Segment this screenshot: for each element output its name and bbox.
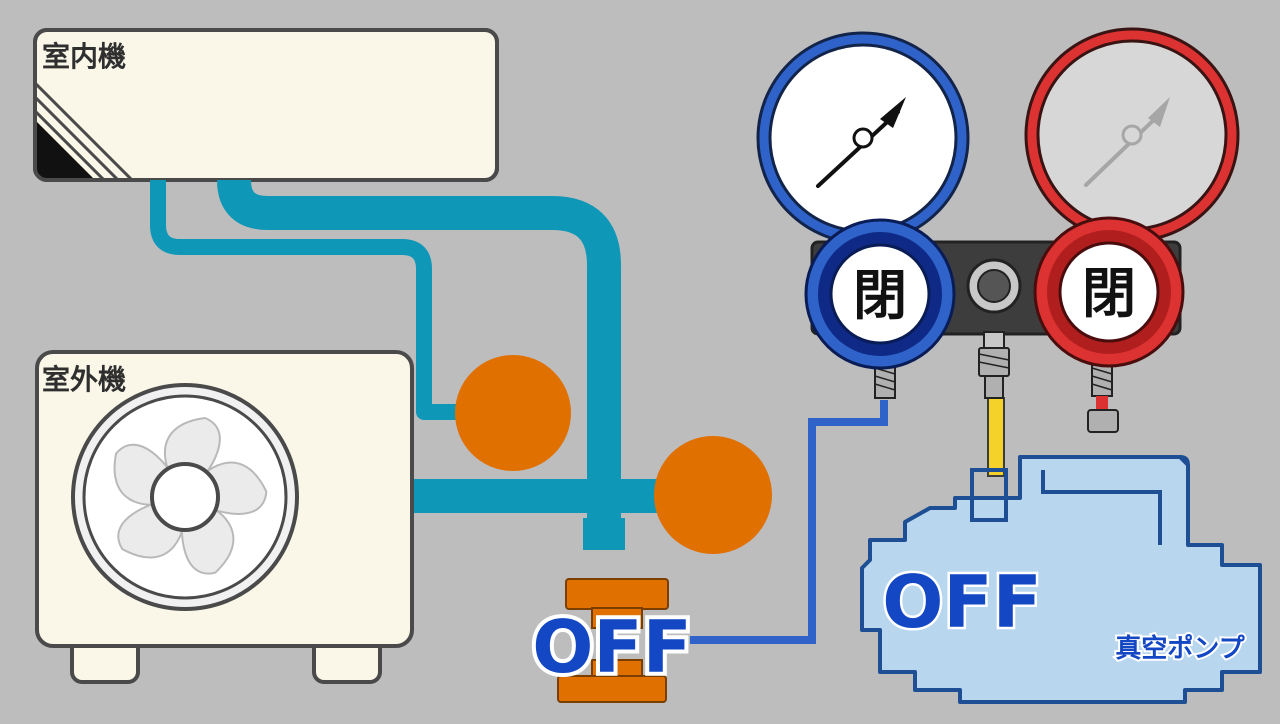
center-hose <box>987 397 1005 477</box>
fan-hub <box>150 462 220 532</box>
high-pressure-gauge <box>1024 27 1240 243</box>
pump-status-text: OFF <box>882 560 1042 644</box>
low-side-valve-label: 閉 <box>853 264 907 327</box>
pump-intake-port <box>970 468 1008 522</box>
low-pressure-gauge <box>756 31 970 245</box>
outdoor-unit-label: 室外機 <box>42 363 126 396</box>
high-side-cap <box>1087 409 1119 433</box>
center-fitting <box>978 331 1010 399</box>
low-side-valve-knob[interactable]: 閉 <box>804 218 956 370</box>
indoor-unit: 室内機 <box>33 28 499 182</box>
manifold-gauge: 閉 閉 <box>756 27 1240 433</box>
cylinder-status-text: OFF <box>532 605 692 689</box>
indoor-unit-label: 室内機 <box>42 40 126 73</box>
vacuum-pump[interactable]: OFF 真空ポンプ <box>860 455 1262 704</box>
gas-service-valve[interactable] <box>654 436 772 554</box>
refrigerant-cylinder <box>557 578 669 703</box>
high-gauge-needle <box>1084 110 1164 187</box>
high-side-fitting <box>1087 361 1119 433</box>
low-gauge-needle <box>816 110 900 188</box>
high-side-valve-knob[interactable]: 閉 <box>1033 216 1185 368</box>
refrigerant-pipes <box>150 178 662 528</box>
low-pressure-hose <box>690 400 888 644</box>
fan-icon <box>71 383 299 611</box>
high-side-valve-label: 閉 <box>1082 262 1136 325</box>
outdoor-unit: 室外機 <box>35 350 414 684</box>
service-port-stub <box>583 518 625 550</box>
liquid-service-valve[interactable] <box>455 355 571 471</box>
indoor-unit-corner-stripes <box>35 76 137 180</box>
vacuum-pump-label: 真空ポンプ <box>1115 633 1245 664</box>
